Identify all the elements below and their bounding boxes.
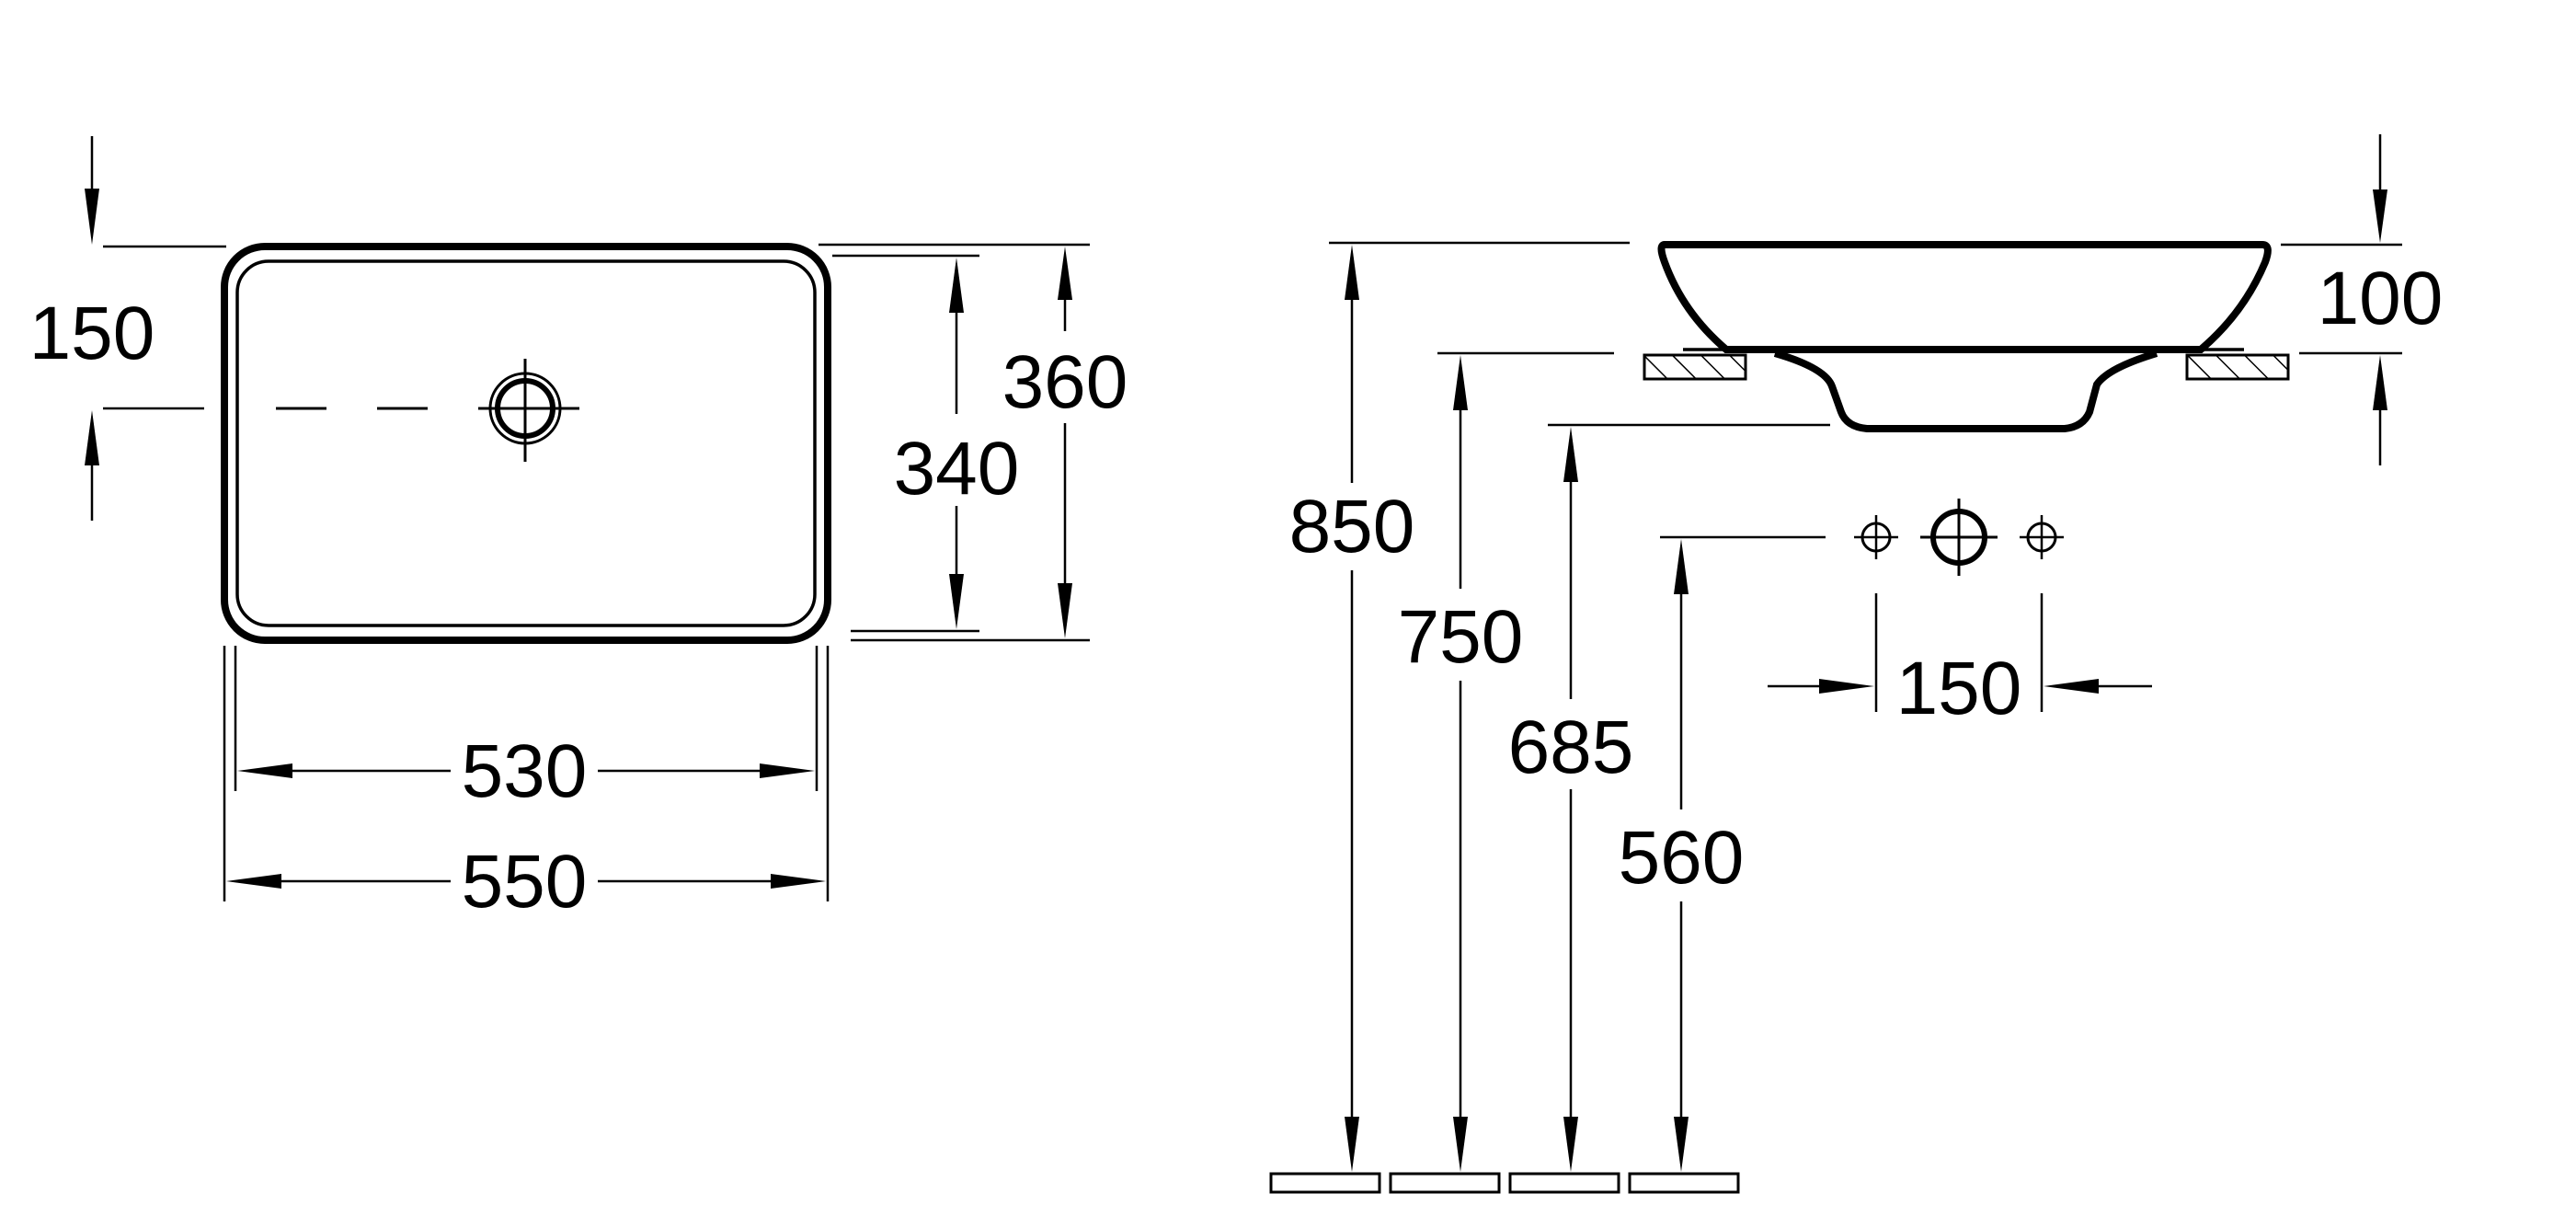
dimension-inner-width: 530 (234, 646, 819, 813)
dim-label-150-taps: 150 (1896, 647, 2022, 730)
arrow-down-icon (1674, 1117, 1689, 1172)
arrow-down-icon (949, 574, 964, 629)
arrow-left-icon (226, 874, 281, 889)
countertop-right (2185, 353, 2290, 381)
dimension-tap-spacing: 150 (1768, 593, 2152, 730)
dimension-inner-depth: 340 (832, 254, 1020, 633)
basin-side-profile (1657, 241, 2272, 353)
arrow-up-icon (1563, 427, 1578, 482)
tap-hole-right-icon (2020, 515, 2064, 559)
floor-blocks (1269, 1172, 1740, 1194)
dim-label-340: 340 (894, 427, 1020, 511)
arrow-down-icon (1345, 1117, 1359, 1172)
tap-holes (1854, 499, 2064, 576)
arrow-up-icon (1674, 539, 1689, 594)
dim-label-850: 850 (1289, 485, 1415, 568)
arrow-down-icon (2373, 189, 2387, 243)
arrow-down-icon (85, 189, 99, 245)
drain-icon (478, 359, 579, 462)
arrow-right-icon (1819, 679, 1874, 694)
arrow-up-icon (1453, 355, 1468, 410)
dim-label-550: 550 (462, 840, 588, 924)
tap-hole-left-icon (1854, 515, 1898, 559)
arrow-up-icon (2373, 355, 2387, 410)
dimension-waste-height: 685 (1508, 423, 1830, 1172)
dimension-tap-height: 560 (1619, 535, 1826, 1172)
dim-label-100: 100 (2318, 257, 2444, 340)
dimension-basin-height: 100 (2281, 134, 2443, 465)
dim-label-685: 685 (1508, 706, 1634, 789)
dimension-counter-height: 750 (1398, 351, 1614, 1172)
dimension-outer-depth: 360 (819, 243, 1128, 642)
waste-trap-profile (1773, 350, 2158, 432)
plan-view: 150 340 360 (29, 136, 1128, 924)
arrow-down-icon (1058, 583, 1072, 638)
basin-inner-outline (235, 259, 817, 627)
dimension-drain-offset: 150 (29, 136, 226, 521)
dim-label-360: 360 (1002, 340, 1128, 424)
tap-hole-center-icon (1920, 499, 1998, 576)
arrow-up-icon (1058, 247, 1072, 300)
arrow-down-icon (1563, 1117, 1578, 1172)
dimension-rim-height: 850 (1289, 241, 1630, 1172)
side-view: 850 750 685 560 (1269, 134, 2443, 1194)
arrow-up-icon (1345, 245, 1359, 300)
arrow-up-icon (85, 410, 99, 465)
arrow-up-icon (949, 258, 964, 313)
dimension-outer-width: 550 (223, 646, 830, 924)
arrow-right-icon (771, 874, 826, 889)
arrow-left-icon (2044, 679, 2099, 694)
dim-label-560: 560 (1619, 816, 1745, 900)
basin-outer-outline (221, 243, 831, 644)
arrow-right-icon (760, 763, 815, 778)
arrow-left-icon (237, 763, 292, 778)
countertop-left (1643, 353, 1747, 381)
dim-label-150-plan: 150 (29, 292, 155, 375)
arrow-down-icon (1453, 1117, 1468, 1172)
dim-label-750: 750 (1398, 595, 1524, 679)
dim-label-530: 530 (462, 729, 588, 813)
